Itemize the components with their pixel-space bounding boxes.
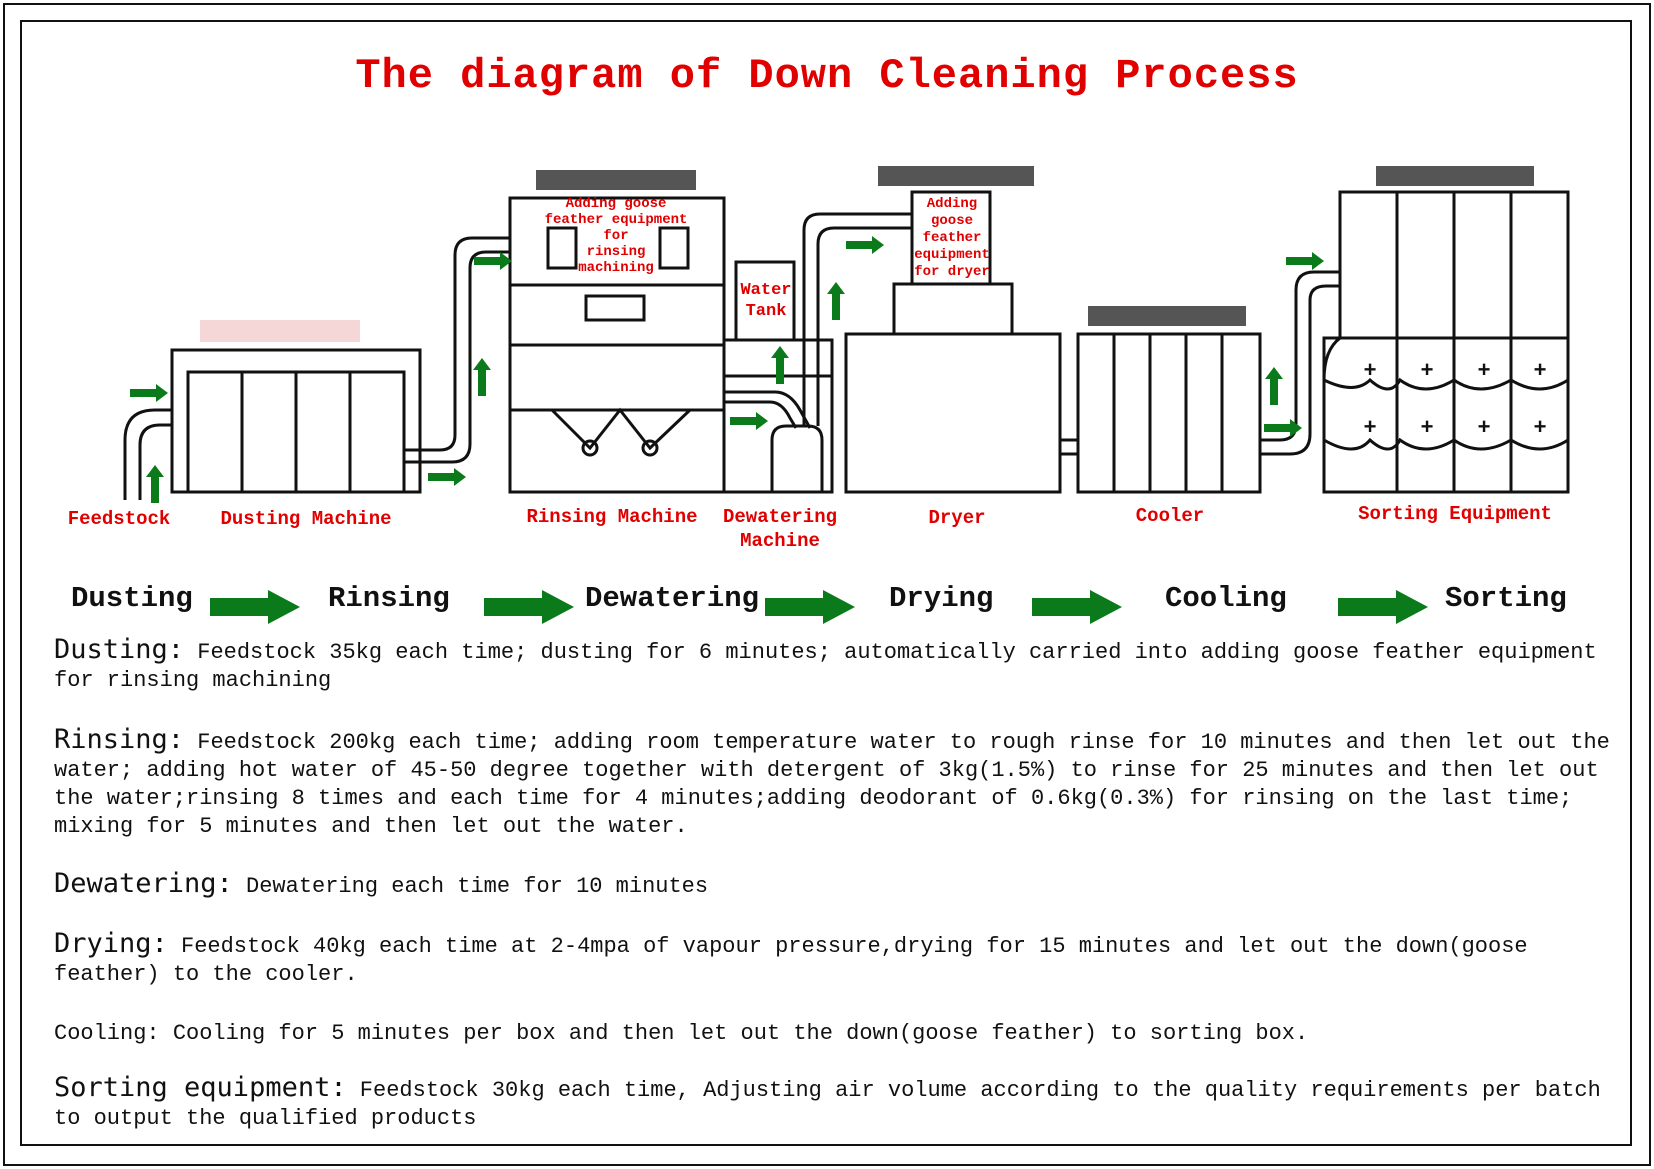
desc-rinsing-text: Feedstock 200kg each time; adding room t… bbox=[54, 730, 1610, 839]
desc-sorting: Sorting equipment: Feedstock 30kg each t… bbox=[54, 1074, 1614, 1133]
pipe-dewater-dry-outer bbox=[802, 212, 912, 426]
feed-pipe-outer bbox=[123, 408, 172, 500]
step-dewatering: Dewatering bbox=[585, 582, 760, 615]
cooler-cover bbox=[1088, 306, 1246, 326]
desc-dewatering-head: Dewatering: bbox=[54, 868, 233, 899]
step-arrow-5 bbox=[1338, 590, 1428, 624]
svg-text:+: + bbox=[1421, 357, 1434, 382]
step-arrow-1 bbox=[210, 590, 300, 624]
rinsing-cover bbox=[536, 170, 696, 190]
step-arrow-3 bbox=[765, 590, 855, 624]
desc-cooling: Cooling: Cooling for 5 minutes per box a… bbox=[54, 1017, 1614, 1048]
rinse-feed-label: Adding goose feather equipment for rinsi… bbox=[544, 196, 688, 276]
cooler-label: Cooler bbox=[1135, 505, 1205, 527]
dryer-body bbox=[844, 332, 1062, 494]
desc-sorting-text: Feedstock 30kg each time, Adjusting air … bbox=[54, 1078, 1601, 1131]
pipe-dust-rinse-outer bbox=[404, 236, 510, 452]
rinsing-machine-label: Rinsing Machine bbox=[526, 506, 698, 528]
diagram-title: The diagram of Down Cleaning Process bbox=[355, 52, 1299, 100]
feed-pipe-inner bbox=[138, 423, 172, 500]
dryer-label: Dryer bbox=[928, 507, 986, 529]
step-sorting: Sorting bbox=[1445, 582, 1567, 615]
desc-drying-text: Feedstock 40kg each time at 2-4mpa of va… bbox=[54, 934, 1528, 987]
desc-dusting-text: Feedstock 35kg each time; dusting for 6 … bbox=[54, 640, 1597, 693]
svg-text:+: + bbox=[1478, 414, 1491, 439]
svg-text:+: + bbox=[1478, 357, 1491, 382]
dryer-cover bbox=[878, 166, 1034, 186]
desc-drying-head: Drying: bbox=[54, 928, 168, 959]
step-dusting: Dusting bbox=[71, 582, 193, 615]
svg-text:+: + bbox=[1534, 357, 1547, 382]
step-arrow-4 bbox=[1032, 590, 1122, 624]
dewatering-drum bbox=[770, 424, 824, 492]
desc-drying: Drying: Feedstock 40kg each time at 2-4m… bbox=[54, 930, 1614, 989]
dusting-machine-label: Dusting Machine bbox=[220, 508, 392, 530]
desc-dusting-head: Dusting: bbox=[54, 634, 185, 665]
dewatering-machine-label: Dewatering Machine bbox=[722, 506, 838, 552]
feedstock-label: Feedstock bbox=[67, 508, 171, 530]
sorting-equipment-label: Sorting Equipment bbox=[1358, 503, 1552, 525]
pipe-cool-sort-outer bbox=[1260, 270, 1340, 442]
pipe-dewater-dry-inner bbox=[816, 226, 912, 426]
svg-text:+: + bbox=[1364, 414, 1377, 439]
desc-sorting-head: Sorting equipment: bbox=[54, 1072, 347, 1103]
sorting-lower bbox=[1322, 336, 1570, 494]
diagram-frame bbox=[20, 20, 1632, 1146]
dusting-cover bbox=[200, 320, 360, 342]
dryer-feed-label: Adding goose feather equipment for dryer bbox=[914, 196, 990, 280]
svg-text:+: + bbox=[1534, 414, 1547, 439]
desc-cooling-text: Cooling: Cooling for 5 minutes per box a… bbox=[54, 1021, 1309, 1046]
pipe-dust-rinse-inner bbox=[404, 250, 510, 464]
desc-rinsing-head: Rinsing: bbox=[54, 724, 185, 755]
desc-dewatering-text: Dewatering each time for 10 minutes bbox=[232, 874, 709, 899]
outer-border bbox=[3, 3, 1651, 1166]
step-drying: Drying bbox=[889, 582, 994, 615]
process-diagram: + + + + + + + + bbox=[123, 166, 1570, 503]
step-arrow-2 bbox=[484, 590, 574, 624]
water-tank-label: Water Tank bbox=[740, 281, 792, 321]
desc-dusting: Dusting: Feedstock 35kg each time; dusti… bbox=[54, 636, 1614, 695]
step-rinsing: Rinsing bbox=[328, 582, 450, 615]
desc-rinsing: Rinsing: Feedstock 200kg each time; addi… bbox=[54, 726, 1614, 841]
svg-text:+: + bbox=[1421, 414, 1434, 439]
sorting-cover bbox=[1376, 166, 1534, 186]
desc-dewatering: Dewatering: Dewatering each time for 10 … bbox=[54, 870, 1614, 901]
dewatering-frame bbox=[722, 338, 834, 494]
pipe-cool-sort-inner bbox=[1260, 284, 1340, 456]
step-cooling: Cooling bbox=[1165, 582, 1287, 615]
svg-text:+: + bbox=[1364, 357, 1377, 382]
cooler-body bbox=[1076, 332, 1262, 494]
